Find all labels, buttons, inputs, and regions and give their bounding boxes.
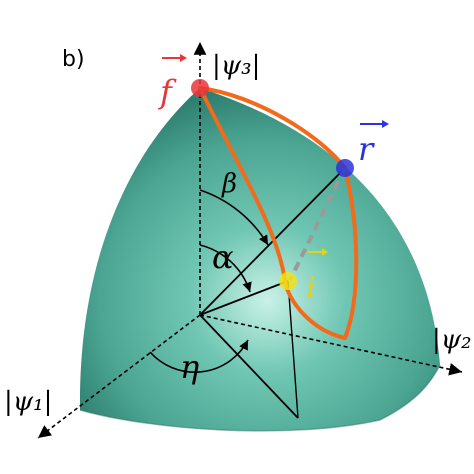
panel-label: b) (62, 47, 85, 72)
sphere-octant-surface (79, 88, 440, 431)
i-arrow-accent (308, 248, 328, 256)
eta-label: η (180, 348, 199, 386)
point-i (279, 272, 297, 290)
f-arrow-accent (162, 54, 187, 62)
psi3-label: |ψ₃| (212, 51, 260, 81)
psi2-axis (199, 314, 463, 376)
r-arrow-accent (360, 120, 389, 128)
alpha-arc (199, 244, 252, 293)
projection-drop (287, 280, 299, 419)
i-label: i (306, 271, 316, 306)
alpha-label: α (212, 238, 234, 276)
beta-arc (199, 189, 269, 246)
beta-label: β (221, 169, 237, 199)
f-label: f (158, 73, 177, 111)
point-f (191, 79, 209, 97)
psi2-label: |ψ₂| (432, 325, 474, 355)
projection-line (199, 314, 299, 419)
eta-arc (149, 339, 249, 373)
point-r (336, 159, 354, 177)
r-to-i-dashed (288, 167, 347, 281)
psi1-axis (37, 314, 201, 439)
sphere-rim (79, 364, 441, 432)
trajectory-curve (198, 86, 359, 340)
psi1-label: |ψ₁| (4, 387, 52, 417)
i-vector (199, 280, 289, 316)
r-label: r (358, 130, 375, 168)
